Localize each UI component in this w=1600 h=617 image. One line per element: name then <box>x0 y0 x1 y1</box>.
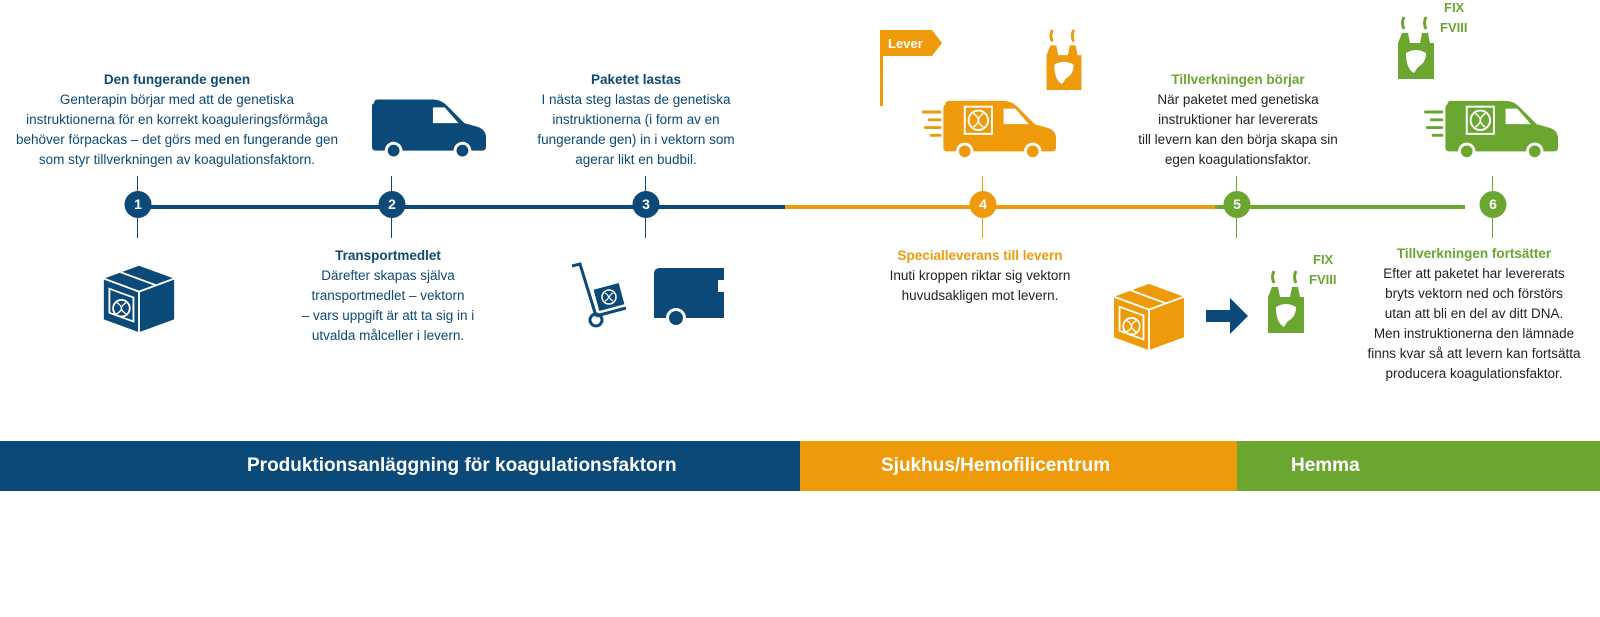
factor-label-fviii-top: FVIII <box>1440 20 1468 35</box>
delivery-van-icon <box>922 98 1058 160</box>
van-icon <box>370 97 488 159</box>
step-6-body: Efter att paketet har levererats bryts v… <box>1367 266 1581 381</box>
band-hospital: Sjukhus/Hemofilicentrum <box>800 441 1237 491</box>
step-4-text: Specialleverans till levern Inuti kroppe… <box>860 246 1100 306</box>
step-6-title: Tillverkningen fortsätter <box>1396 246 1552 261</box>
step-3-title: Paketet lastas <box>590 72 682 87</box>
van-back-icon <box>654 268 724 328</box>
liver-factory-icon <box>1396 4 1436 88</box>
step-2-body: Därefter skapas själva transportmedlet –… <box>301 268 475 343</box>
step-5-body: När paketet med genetiska instruktioner … <box>1138 92 1338 167</box>
factor-label-fix-bottom: FIX <box>1313 252 1334 267</box>
step-node-2: 2 <box>378 191 406 218</box>
dna-box-icon <box>1112 282 1186 352</box>
timeline-line-green <box>1215 205 1465 209</box>
step-node-5: 5 <box>1223 191 1251 218</box>
band-hospital-label: Sjukhus/Hemofilicentrum <box>881 455 1111 476</box>
step-1-title: Den fungerande genen <box>103 72 251 87</box>
flag-icon <box>880 30 942 106</box>
step-node-1: 1 <box>124 191 152 218</box>
liver-factory-icon <box>1044 26 1084 90</box>
step-3-text: Paketet lastas I nästa steg lastas de ge… <box>506 70 766 170</box>
step-2-text: Transportmedlet Därefter skapas själva t… <box>268 246 508 346</box>
step-5-text: Tillverkningen börjar När paketet med ge… <box>1113 70 1363 170</box>
step-4-body: Inuti kroppen riktar sig vektorn huvudsa… <box>889 268 1071 303</box>
band-production-label: Produktionsanläggning för koagulationsfa… <box>247 455 677 476</box>
step-6-text: Tillverkningen fortsätter Efter att pake… <box>1349 244 1599 384</box>
factor-label-fix-top: FIX <box>1444 0 1465 15</box>
step-3-body: I nästa steg lastas de genetiska instruk… <box>537 92 735 167</box>
dna-box-icon <box>102 263 176 335</box>
step-5-title: Tillverkningen börjar <box>1171 72 1305 87</box>
band-production: Produktionsanläggning för koagulationsfa… <box>0 441 800 491</box>
liver-factory-icon <box>1266 258 1306 342</box>
hand-truck-icon <box>571 262 627 328</box>
timeline-line-orange <box>785 205 1215 209</box>
step-4-title: Specialleverans till levern <box>897 248 1063 263</box>
step-node-6: 6 <box>1479 191 1507 218</box>
step-node-4: 4 <box>969 191 997 218</box>
step-2-title: Transportmedlet <box>335 248 441 263</box>
arrow-right-icon <box>1206 298 1248 334</box>
step-node-3: 3 <box>632 191 660 218</box>
band-home-label: Hemma <box>1291 455 1360 476</box>
step-1-text: Den fungerande genen Genterapin börjar m… <box>0 70 357 170</box>
step-1-body: Genterapin börjar med att de genetiska i… <box>16 92 338 167</box>
band-home: Hemma <box>1237 441 1600 491</box>
timeline-line-blue <box>135 205 785 209</box>
delivery-van-icon <box>1424 98 1560 160</box>
flag-label: Lever <box>888 36 923 51</box>
factor-label-fviii-bottom: FVIII <box>1309 272 1337 287</box>
